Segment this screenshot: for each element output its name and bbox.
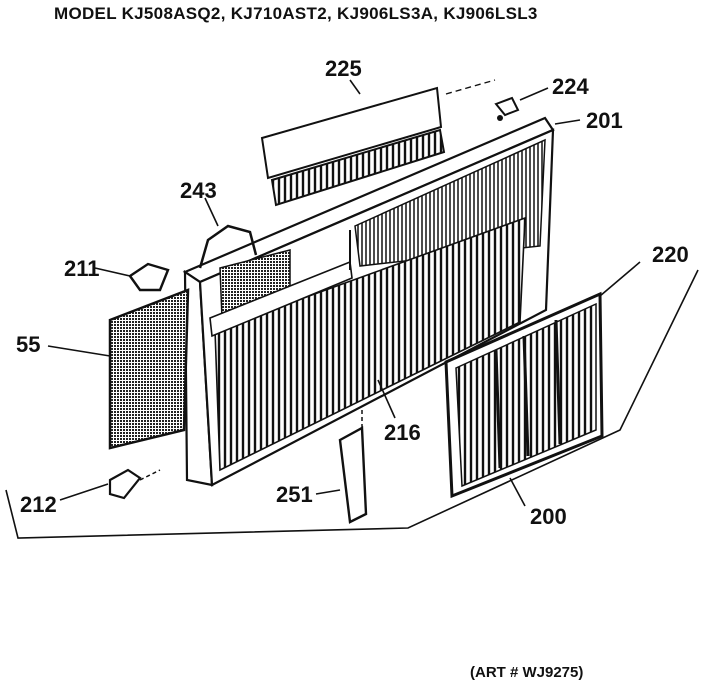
part-220-grille [444, 291, 604, 499]
callout-216: 216 [384, 420, 421, 445]
callout-labels: 225 224 201 243 211 220 55 216 212 251 2… [16, 56, 689, 529]
callout-211: 211 [64, 256, 100, 281]
callout-212: 212 [20, 492, 57, 517]
callout-201: 201 [586, 108, 623, 133]
part-243-bracket [198, 224, 258, 269]
callout-55: 55 [16, 332, 40, 357]
callout-243: 243 [180, 178, 217, 203]
callout-200: 200 [530, 504, 567, 529]
art-number: (ART # WJ9275) [470, 664, 584, 681]
part-251-strip [338, 410, 368, 524]
callout-224: 224 [552, 74, 589, 99]
callout-220: 220 [652, 242, 689, 267]
callout-251: 251 [276, 482, 313, 507]
assembly-bracket [5, 269, 699, 539]
part-211-clip [128, 262, 170, 292]
callout-225: 225 [325, 56, 362, 81]
leader-lines [47, 79, 641, 507]
model-header: MODEL KJ508ASQ2, KJ710AST2, KJ906LS3A, K… [54, 4, 538, 23]
part-201-front-panel [182, 116, 555, 487]
part-212-clip [108, 468, 161, 500]
part-224-knob [445, 79, 520, 121]
part-225-top-louver [260, 86, 446, 207]
part-55-filter [108, 288, 190, 450]
